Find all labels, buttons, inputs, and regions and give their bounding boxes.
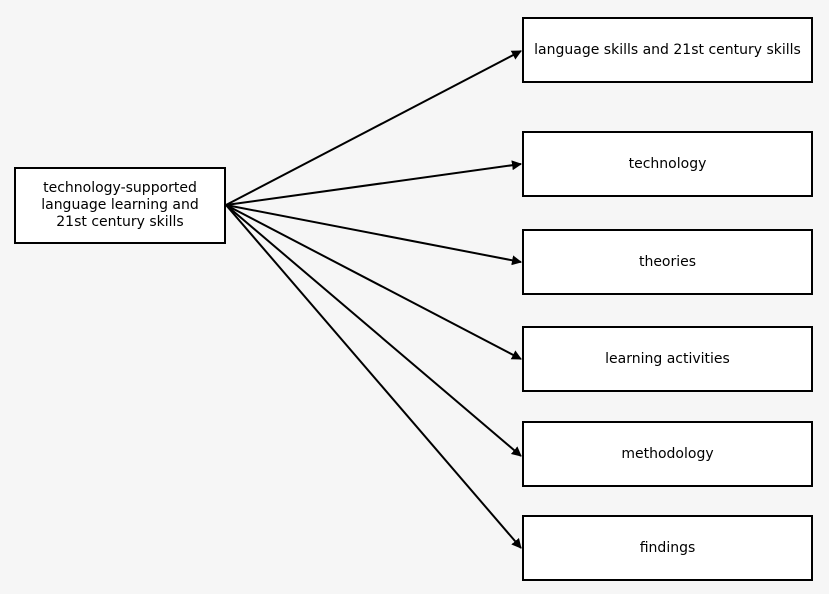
target-node-label: language skills and 21st century skills [534, 41, 801, 58]
target-node-label: theories [638, 253, 697, 270]
source-node-label: technology-supported language learning a… [41, 180, 199, 230]
connector-arrow-4 [225, 204, 522, 457]
connector-arrow-2 [225, 204, 522, 266]
target-node-language-skills: language skills and 21st century skills [522, 17, 813, 83]
target-node-findings: findings [522, 515, 813, 581]
target-node-methodology: methodology [522, 421, 813, 487]
target-node-label: findings [639, 539, 696, 556]
connector-arrow-1 [225, 160, 522, 206]
source-node: technology-supported language learning a… [14, 167, 226, 244]
target-node-label: technology [628, 155, 707, 172]
connector-arrow-0 [225, 50, 522, 206]
target-node-technology: technology [522, 131, 813, 197]
target-node-learning-activities: learning activities [522, 326, 813, 392]
target-node-theories: theories [522, 229, 813, 295]
connector-arrow-5 [225, 204, 522, 549]
connector-arrow-3 [225, 204, 522, 360]
target-node-label: methodology [621, 445, 714, 462]
target-node-label: learning activities [605, 350, 730, 367]
